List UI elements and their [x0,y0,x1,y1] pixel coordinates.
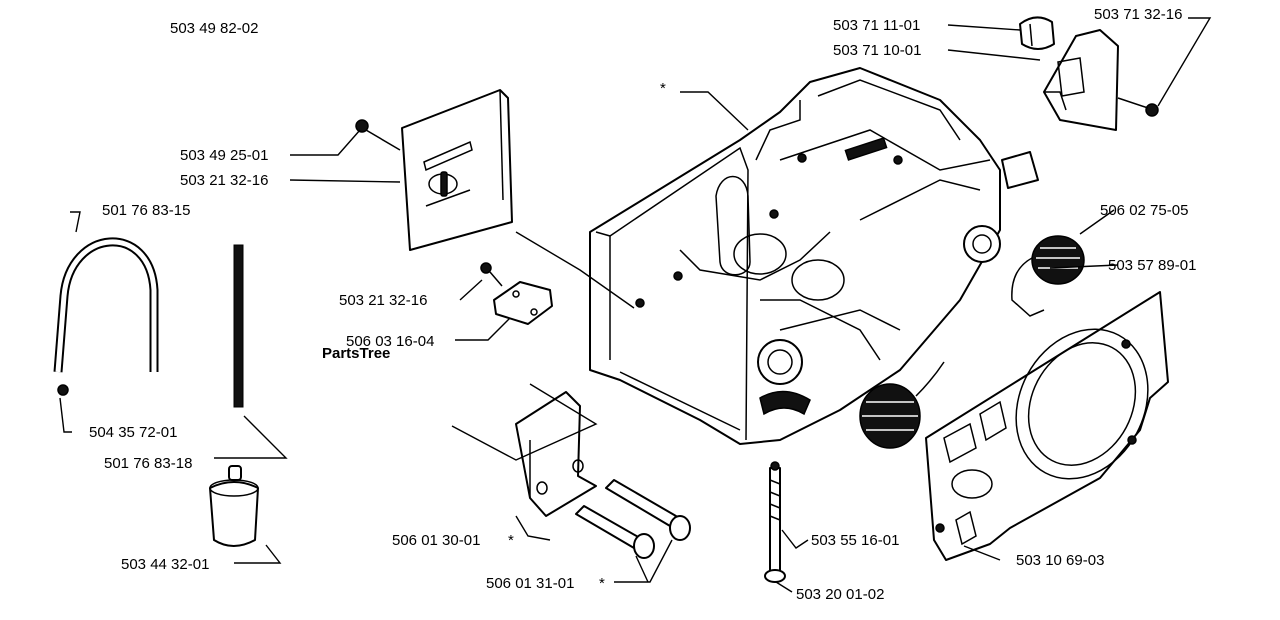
label-506-01-31-01-asterisk: * [599,575,605,592]
label-503-71-10-01: 503 71 10-01 [833,42,921,59]
label-506-01-31-01: 506 01 31-01 [486,575,574,592]
label-503-49-25-01: 503 49 25-01 [180,147,268,164]
shoulder-bolt-lower [575,505,655,559]
guide-plate-screw [355,119,401,151]
label-501-76-83-18: 501 76 83-18 [104,455,192,472]
label-503-10-69-03: 503 10 69-03 [1016,552,1104,569]
rubber-buffer [1019,16,1055,50]
spring-damper-lower [859,361,945,449]
hose-grommet [57,384,69,396]
label-503-21-32-16-upper: 503 21 32-16 [180,172,268,189]
label-503-44-32-01: 503 44 32-01 [121,556,209,573]
mounting-bracket [515,391,597,517]
partstree-watermark: PartsTree [322,345,390,362]
label-506-01-30-01: 506 01 30-01 [392,532,480,549]
leader-lines [59,17,1212,593]
label-506-02-75-05: 506 02 75-05 [1100,202,1188,219]
label-crankcase-asterisk: * [660,80,666,97]
small-bracket [493,281,553,325]
label-503-71-32-16: 503 71 32-16 [1094,6,1182,23]
fuel-hose-strip [233,244,244,408]
cover-plate [1043,29,1119,131]
crankcase-housing [589,67,1039,445]
label-501-76-83-15: 501 76 83-15 [102,202,190,219]
label-503-20-01-02: 503 20 01-02 [796,586,884,603]
bracket-screw [480,262,503,287]
shoulder-bolt-upper [605,479,691,541]
label-504-35-72-01: 504 35 72-01 [89,424,177,441]
fuel-filter [209,465,259,547]
label-503-57-89-01: 503 57 89-01 [1108,257,1196,274]
label-503-49-82-02: 503 49 82-02 [170,20,258,37]
clutch-side-cover [925,291,1169,561]
label-503-55-16-01: 503 55 16-01 [811,532,899,549]
label-503-71-11-01: 503 71 11-01 [833,17,920,34]
cover-screw [1117,97,1159,117]
long-bolt [764,461,786,583]
label-506-01-30-01-asterisk: * [508,532,514,549]
chain-guide-plate [401,89,513,251]
label-503-21-32-16-lower: 503 21 32-16 [339,292,427,309]
fuel-hose-loop [53,237,159,373]
spring-damper-upper [1011,235,1085,317]
label-506-03-16-04: 506 03 16-04 [346,333,434,350]
